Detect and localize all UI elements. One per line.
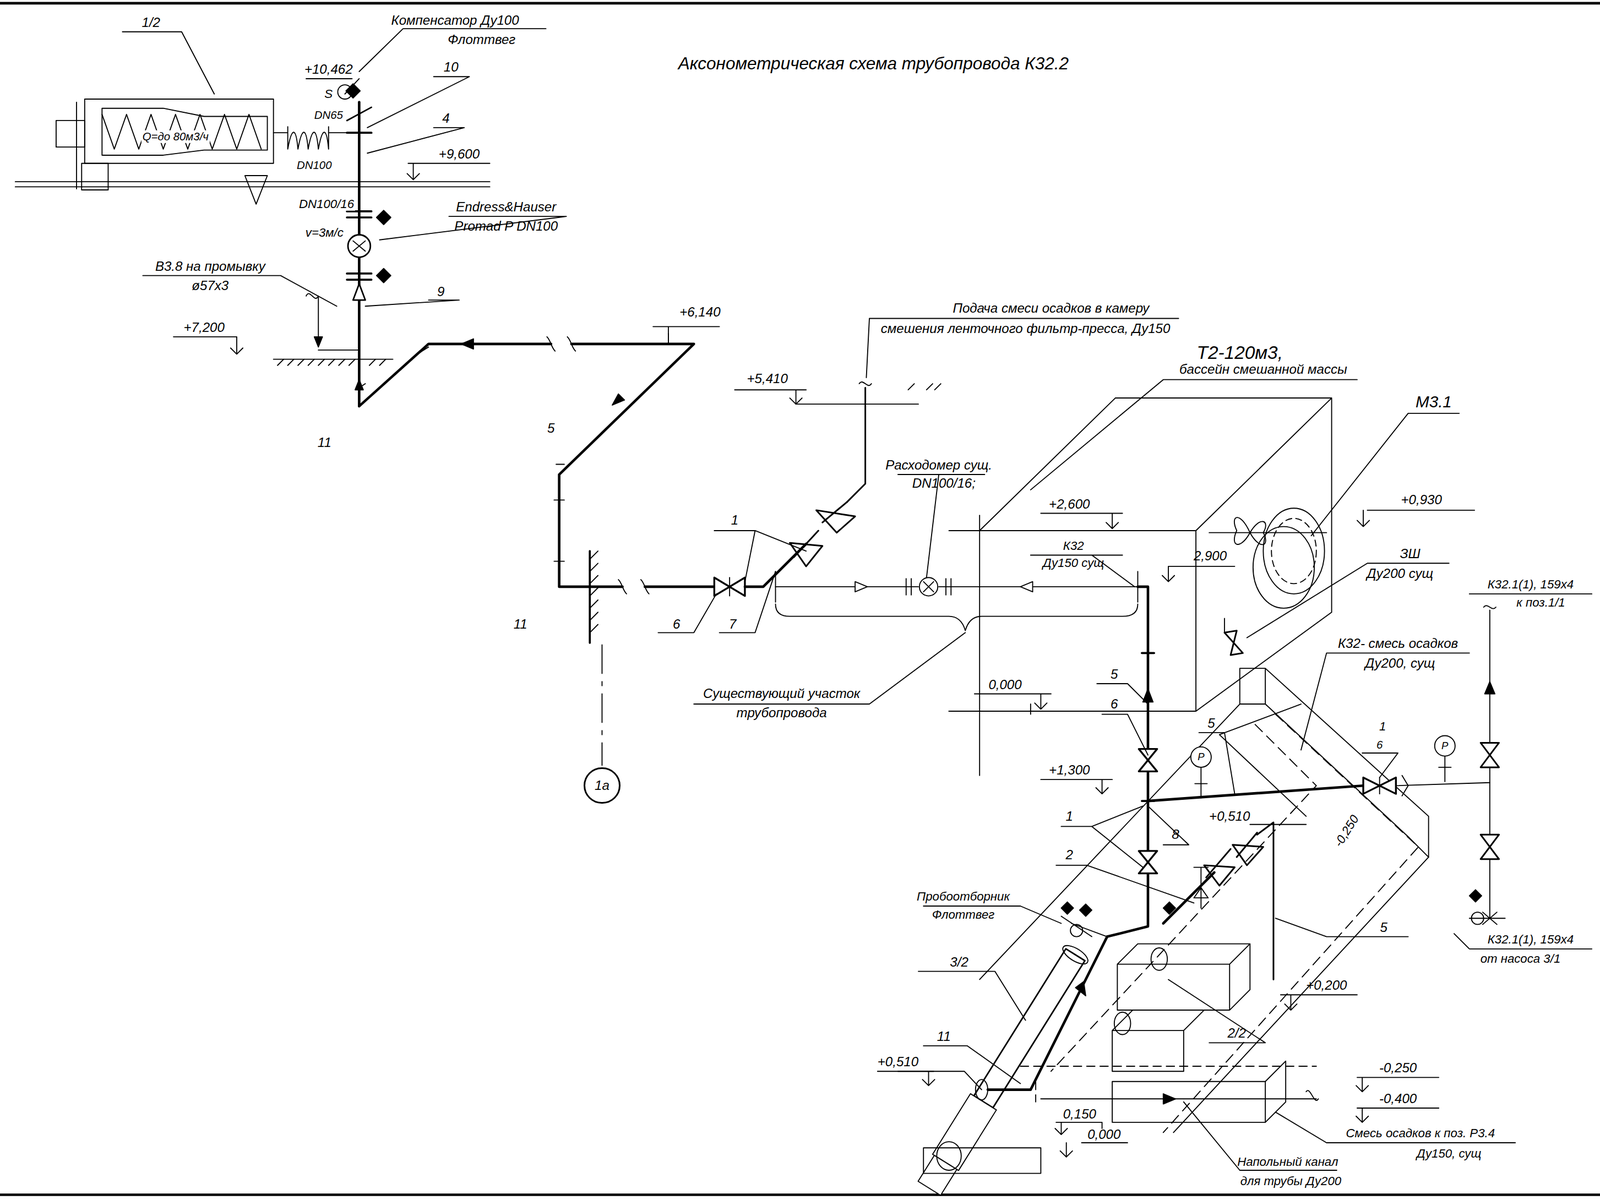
drawing-label: 5 — [1110, 667, 1118, 683]
drawing-label: смешения ленточного фильтр-пресса, Ду150 — [880, 321, 1171, 337]
drawing-label: Т2-120м3, — [1196, 343, 1283, 364]
drawing-label: ЗШ — [1400, 546, 1421, 562]
drawing-label: К32- смесь осадков — [1337, 636, 1458, 652]
drawing-label: 11 — [317, 435, 332, 451]
drawing-label: DN100 — [295, 159, 333, 172]
drawing-label: 7 — [728, 617, 737, 633]
drawing-label: 3/2 — [949, 954, 968, 970]
drawing-label: Р — [1441, 740, 1449, 752]
drawing-label: 6 — [1110, 697, 1118, 712]
drawing-label: -0,400 — [1379, 1091, 1417, 1107]
drawing-label: К32 — [1063, 539, 1085, 553]
drawing-label: v=3м/с — [304, 225, 345, 239]
drawing-label: ø57х3 — [191, 278, 229, 294]
drawing-label: Ду200 сущ — [1367, 566, 1434, 581]
drawing-label: +1,300 — [1048, 763, 1090, 778]
drawing-label: 0,150 — [1063, 1107, 1097, 1123]
drawing-label: Смесь осадков к поз. Р3.4 — [1346, 1127, 1495, 1141]
drawing-label: -0,250 — [1379, 1060, 1417, 1076]
drawing-label: Подача смеси осадков в камеру — [952, 300, 1150, 316]
drawing-label: +2,600 — [1048, 496, 1090, 512]
drawing-label: +0,930 — [1400, 492, 1442, 508]
drawing-label: для трубы Ду200 — [1240, 1174, 1342, 1189]
drawing-label: Компенсатор Ду100 — [391, 13, 520, 29]
drawing-label: Флоттвег — [932, 908, 995, 922]
drawing-label: +0,200 — [1305, 978, 1347, 994]
drawing-label: 5 — [547, 421, 555, 437]
drawing-label: 1 — [731, 513, 739, 529]
drawing-label: 2,900 — [1193, 548, 1227, 564]
drawing-label: +9,600 — [438, 147, 480, 162]
drawing-label: К32.1(1), 159х4 — [1487, 933, 1574, 947]
drawing-label: М3.1 — [1415, 393, 1452, 412]
drawing-label: +0,510 — [877, 1054, 919, 1070]
drawing-label: 5 — [1379, 920, 1387, 935]
drawing-label: DN100/16; — [912, 476, 976, 492]
drawing-label: к поз.1/1 — [1516, 596, 1565, 610]
drawing-label: +0,510 — [1209, 808, 1250, 824]
drawing-label: Promad P DN100 — [454, 219, 558, 234]
drawing-label: 0,000 — [1087, 1127, 1121, 1143]
drawing-label: 5 — [1207, 716, 1215, 732]
reference-circle: 1а — [583, 767, 621, 805]
circle-label: 1а — [594, 777, 610, 794]
drawing-label: 2 — [1065, 847, 1074, 863]
drawing-label: В3.8 на промывку — [155, 258, 266, 274]
drawing-label: +6,140 — [679, 305, 721, 320]
drawing-label: Напольный канал — [1237, 1155, 1338, 1169]
drawing-label: DN65 — [313, 109, 345, 122]
drawing-label: Флоттвег — [447, 32, 516, 48]
drawing-label: Р — [1197, 751, 1205, 763]
drawing-label: 11 — [513, 617, 528, 633]
drawing-label: 6 — [672, 617, 680, 633]
drawing-label: Существующий участок — [703, 686, 861, 702]
drawing-label: К32.1(1), 159х4 — [1487, 578, 1574, 592]
drawing-title: Аксонометрическая схема трубопровода К32… — [678, 53, 1069, 74]
drawing-label: +5,410 — [747, 371, 788, 386]
drawing-label: Endress&Hauser — [455, 199, 557, 215]
drawing-label: 1 — [1379, 719, 1386, 733]
drawing-label: DN100/16 — [297, 197, 356, 211]
drawing-label: 11 — [937, 1029, 951, 1045]
drawing-label: Ду200, сущ — [1364, 655, 1435, 671]
drawing-label: S — [323, 86, 334, 101]
drawing-label: Ду150 сущ — [1042, 556, 1104, 570]
drawing-label: 4 — [442, 111, 450, 127]
drawing-label: +7,200 — [183, 320, 225, 336]
drawing-label: бассейн смешанной массы — [1179, 362, 1348, 378]
drawing-label: 8 — [1171, 827, 1179, 843]
drawing-label: Пробоотборник — [916, 890, 1010, 904]
drawing-label: 1 — [1065, 808, 1074, 824]
drawing-label: 2/2 — [1227, 1026, 1246, 1042]
drawing-label: 1/2 — [142, 15, 161, 31]
drawing-label: Q=до 80м3/ч — [141, 130, 210, 143]
drawing-label: -0,250 — [1331, 812, 1363, 852]
drawing-label: от насоса 3/1 — [1480, 952, 1561, 966]
drawing-label: Расходомер сущ. — [885, 458, 993, 473]
drawing-label: трубопровода — [736, 705, 827, 721]
drawing-label: 6 — [1376, 738, 1383, 751]
drawing-label: 0,000 — [988, 677, 1022, 693]
drawing-label: Ду150, сущ — [1416, 1147, 1482, 1161]
drawing-label: 9 — [437, 284, 445, 300]
drawing-label: 10 — [443, 60, 459, 75]
drawing-label: +10,462 — [304, 62, 353, 78]
